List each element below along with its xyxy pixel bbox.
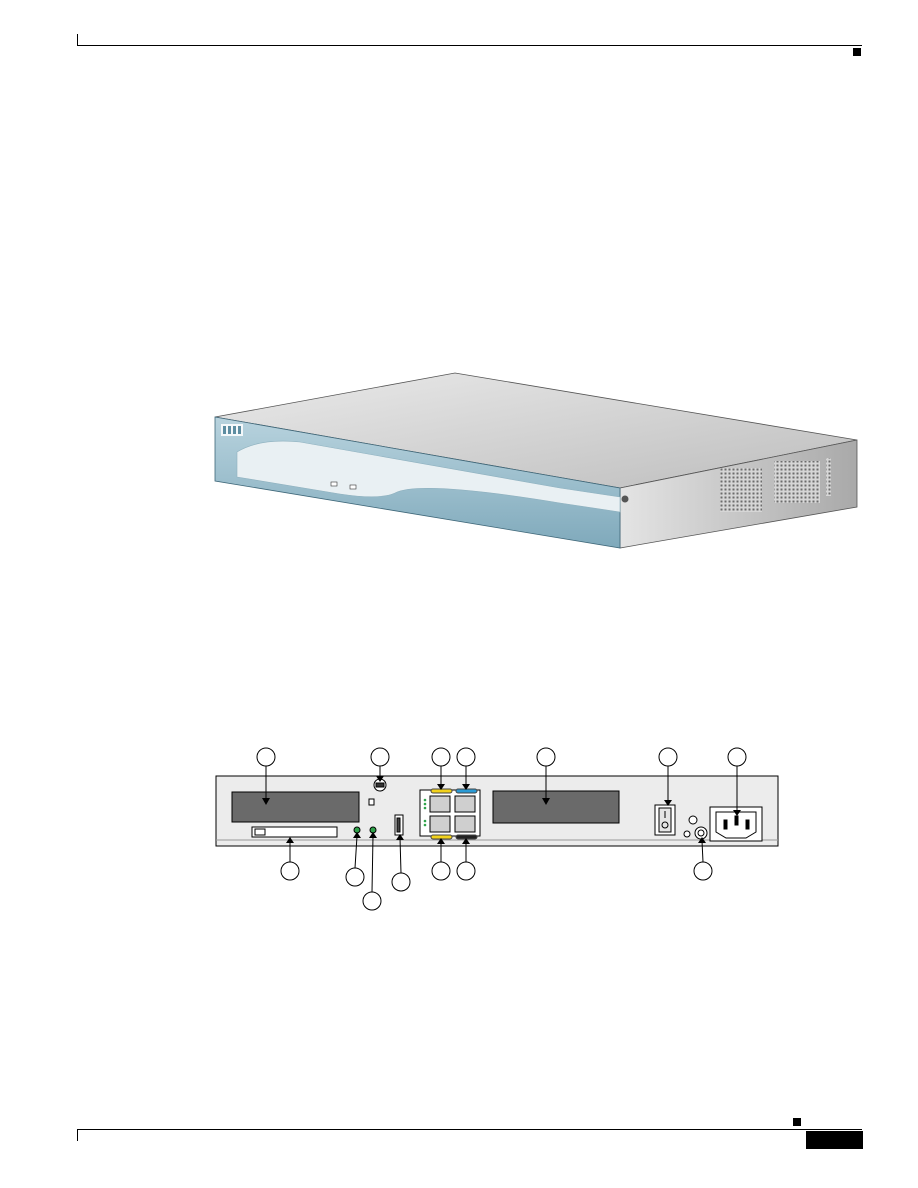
header-rule <box>77 45 862 46</box>
callout-4 <box>456 747 476 767</box>
footer-left-tick <box>77 1129 78 1141</box>
callout-5 <box>536 747 556 767</box>
ethernet-port-4 <box>454 815 476 833</box>
callout-8 <box>280 861 300 881</box>
callout-13 <box>456 861 476 881</box>
ethernet-port-1 <box>429 795 451 813</box>
side-screw-icon <box>621 495 629 503</box>
callout-9 <box>345 867 365 887</box>
wic-slot-right <box>492 790 620 824</box>
callout-10 <box>362 891 382 911</box>
footer-rule <box>77 1129 862 1130</box>
callout-6 <box>658 747 678 767</box>
cisco-bridge-logo-icon <box>221 424 243 436</box>
callout-7 <box>727 747 747 767</box>
compact-flash-slot <box>251 826 338 838</box>
ethernet-port-3 <box>429 815 451 833</box>
callout-1 <box>256 747 276 767</box>
wic-slot-left <box>231 791 360 823</box>
side-vent-grille <box>720 458 831 512</box>
header-left-tick <box>77 34 78 46</box>
front-led-1 <box>330 481 338 487</box>
front-led-2 <box>349 484 357 490</box>
ground-symbol-icon <box>688 815 698 825</box>
footer-marker <box>793 1118 801 1126</box>
ethernet-port-2 <box>454 795 476 813</box>
callout-2 <box>370 747 390 767</box>
callout-11 <box>391 872 411 892</box>
front-bezel-swoosh <box>236 440 621 513</box>
port-color-bar-yellow-bottom <box>430 834 453 840</box>
port-color-bar-black-bottom <box>455 834 478 840</box>
callout-12 <box>431 861 451 881</box>
page-number-tab <box>806 1131 863 1149</box>
header-marker <box>853 48 861 56</box>
port-color-bar-yellow-top <box>430 788 453 794</box>
port-color-bar-blue-top <box>455 788 478 794</box>
callout-3 <box>431 747 451 767</box>
callout-14 <box>693 861 713 881</box>
